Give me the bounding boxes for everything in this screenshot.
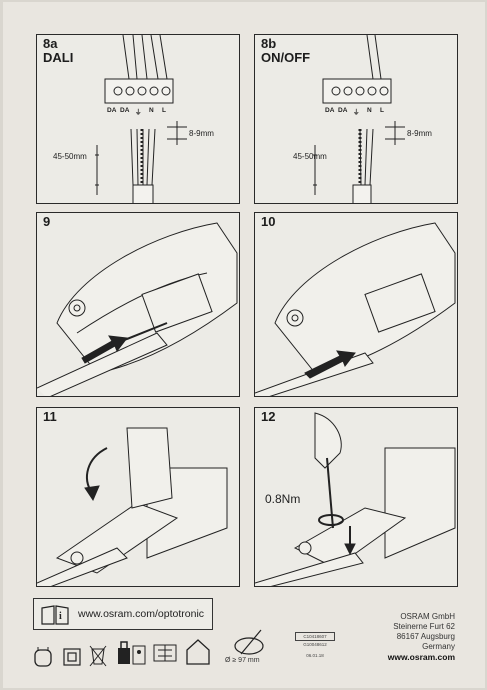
instruction-sheet: 8a DALI DA DA ⏚ N L 8-9mm 45-50mm 8b ON/… (3, 2, 485, 688)
ground-terminal-label: ⏚ (353, 109, 360, 116)
cable-insertion-illustration (37, 222, 238, 396)
control-gear-icon (34, 647, 52, 667)
sheath-length-label: 45-50mm (53, 152, 87, 161)
step-subtitle: DALI (43, 50, 74, 65)
panel-8a: 8a DALI DA DA ⏚ N L 8-9mm 45-50mm (36, 34, 240, 204)
close-cover-illustration (37, 427, 228, 586)
company-city: 86167 Augsburg (396, 632, 455, 641)
indoor-use-icon (186, 639, 210, 665)
website-box: i www.osram.com/optotronic (33, 598, 213, 630)
panel-9: 9 (36, 212, 240, 397)
sheath-length-label: 45-50mm (293, 152, 327, 161)
company-website[interactable]: www.osram.com (387, 652, 455, 662)
panel-8b: 8b ON/OFF DA DA ⏚ N L 8-9mm 45-50mm (254, 34, 458, 204)
stamp-code: C10418607 (295, 632, 335, 641)
stamp-date: 06.01.18 (306, 653, 324, 658)
mounting-hole-icon (234, 629, 264, 655)
class-ii-insulation-icon (63, 648, 81, 666)
wiring-diagram (95, 35, 187, 203)
wiring-diagram (313, 35, 405, 203)
terminal-label: DA (338, 107, 348, 114)
step-number: 10 (261, 214, 276, 229)
terminal-label: DA (325, 107, 335, 114)
cable-insertion-illustration (255, 222, 456, 396)
torque-label: 0.8Nm (265, 492, 301, 506)
terminal-label: DA (107, 107, 117, 114)
weee-bin-icon (89, 645, 107, 667)
company-street: Steinerne Furt 62 (393, 622, 455, 631)
terminal-label: N (149, 107, 154, 114)
hole-diameter-label: Ø ≥ 97 mm (225, 657, 260, 664)
stamp-code-2: G10048612 (303, 642, 327, 647)
step-number: 8b (261, 36, 277, 51)
strip-length-label: 8-9mm (407, 129, 432, 138)
production-stamp: C10418607 G10048612 06.01.18 (295, 632, 335, 658)
svg-text:i: i (59, 611, 62, 622)
step-number: 11 (43, 409, 57, 424)
safety-transformer-icon (118, 641, 146, 665)
terminal-label: L (380, 107, 384, 114)
terminal-label: N (367, 107, 372, 114)
company-country: Germany (422, 642, 455, 651)
terminal-label: DA (120, 107, 130, 114)
control-gear-icon (153, 644, 177, 662)
panel-10: 10 (254, 212, 458, 397)
company-name: OSRAM GmbH (400, 612, 455, 621)
screw-tightening-illustration (255, 412, 456, 586)
step-subtitle: ON/OFF (261, 50, 311, 65)
info-book-icon: i (41, 605, 69, 625)
terminal-label: L (162, 107, 166, 114)
step-number: 9 (43, 214, 51, 229)
website-link[interactable]: www.osram.com/optotronic (78, 608, 205, 620)
panel-11: 11 (36, 407, 240, 587)
strip-length-label: 8-9mm (189, 129, 214, 138)
panel-12: 12 0.8Nm (254, 407, 458, 587)
ground-terminal-label: ⏚ (135, 109, 142, 116)
step-number: 12 (261, 409, 276, 424)
company-address: OSRAM GmbH Steinerne Furt 62 86167 Augsb… (388, 612, 455, 662)
step-number: 8a (43, 36, 58, 51)
